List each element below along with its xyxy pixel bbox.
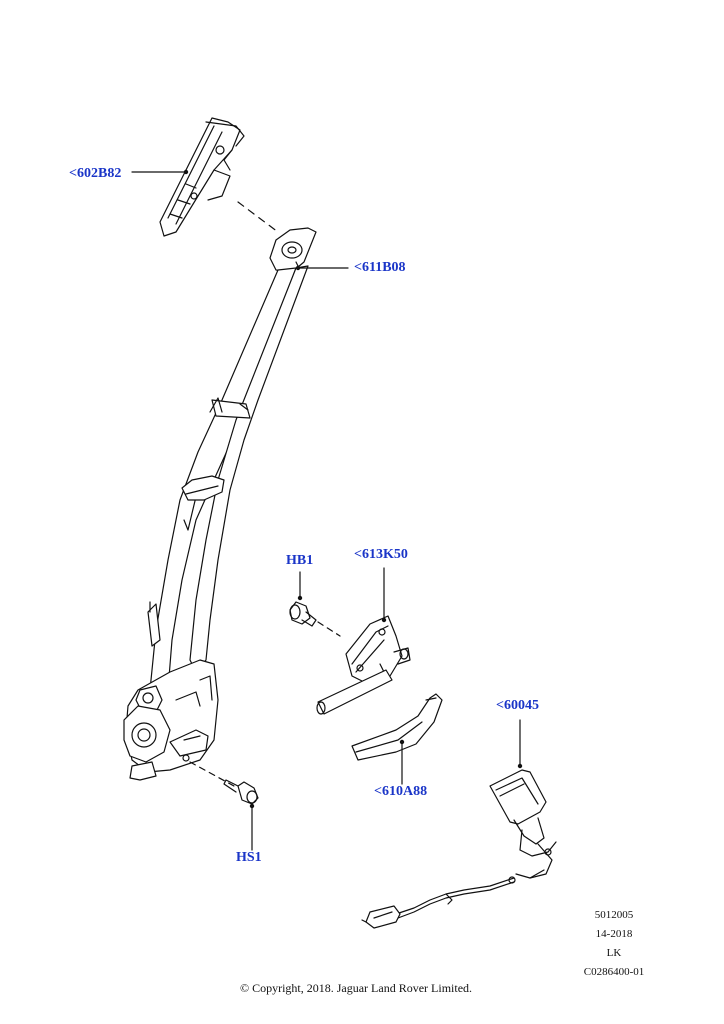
cover-part [351,693,443,761]
drawing-code-4: C0286400-01 [583,966,645,978]
tube-part [316,669,393,715]
buckle-bracket-part [345,615,411,685]
buckle-cable [361,877,515,929]
assembly-dash-line [237,201,279,233]
drawing-code-3: LK [606,947,622,959]
seat-belt-webbing [149,265,309,691]
callout-60045[interactable]: <60045 [496,698,539,713]
height-adjuster-part [159,117,245,237]
callout-610A88[interactable]: <610A88 [374,784,428,799]
hb1-bolt [289,601,317,627]
assembly-dash-line [189,761,235,787]
buckle-part [489,769,557,884]
drawing-code-1: 5012005 [594,909,634,921]
callout-HS1[interactable]: HS1 [236,850,262,865]
callout-602B82[interactable]: <602B82 [69,166,122,181]
drawing-meta: 5012005 14-2018 LK C0286400-01 [572,906,656,982]
d-ring-part [269,227,317,273]
belt-guide-loop [181,475,225,501]
callout-611B08[interactable]: <611B08 [354,260,406,275]
copyright-notice: © Copyright, 2018. Jaguar Land Rover Lim… [239,981,473,995]
assembly-dash-line [317,621,341,637]
hs1-bolt [223,779,259,805]
callout-HB1[interactable]: HB1 [286,553,314,568]
callout-613K50[interactable]: <613K50 [354,547,408,562]
drawing-code-2: 14-2018 [595,928,633,940]
retractor-assembly [123,601,219,781]
